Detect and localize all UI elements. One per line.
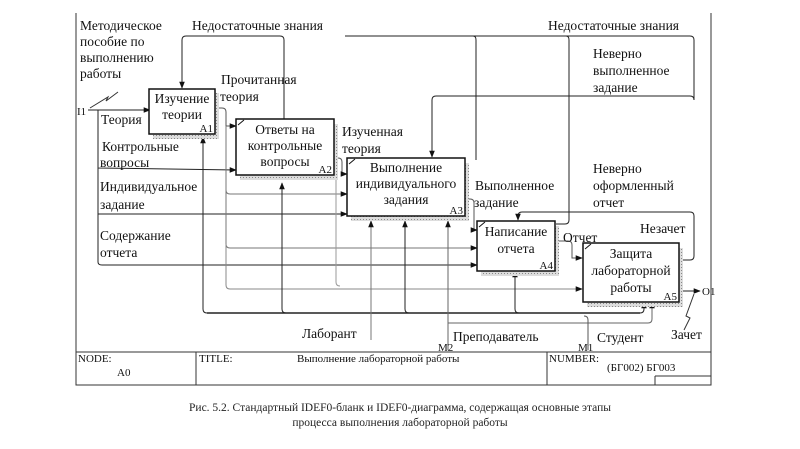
arrow-mech-a3	[402, 220, 410, 314]
connector-lines	[88, 35, 701, 350]
arrow-drop-2	[556, 35, 570, 225]
label-control-questions-1: Контрольные	[102, 139, 179, 154]
label-wrong-task-1: Неверно	[593, 46, 642, 61]
title-label: TITLE:	[199, 353, 233, 365]
label-method-guide-2: пособие по	[80, 34, 145, 49]
number-label: NUMBER:	[549, 353, 599, 365]
figure-caption-line1: Рис. 5.2. Стандартный IDEF0-бланк и IDEF…	[189, 402, 611, 414]
arrow-labels: Методическое пособие по выполнению работ…	[77, 18, 715, 354]
box-a5-line3: работы	[610, 280, 651, 295]
label-wrong-report-3: отчет	[593, 195, 624, 210]
label-wrong-report-1: Неверно	[593, 161, 642, 176]
activity-boxes	[148, 88, 683, 307]
label-i1: I1	[77, 106, 86, 118]
number-value: (БГ002) БГ003	[607, 362, 676, 374]
arrow-wrong-task	[429, 95, 695, 158]
box-a5-tick	[584, 243, 592, 250]
title-block-border	[75, 351, 712, 386]
label-read-theory-1: Прочитанная	[221, 72, 297, 87]
arrow-mech-a5	[639, 301, 647, 314]
arrow-teacher-a5	[448, 301, 655, 324]
label-individual-task-2: задание	[100, 197, 145, 212]
label-report: Отчет	[563, 230, 597, 245]
squiggle-i1	[89, 91, 119, 109]
label-report-content-1: Содержание	[100, 228, 171, 243]
arrow-mech-a2	[279, 182, 287, 314]
box-a1-line2: теории	[162, 107, 202, 122]
label-fail: Незачет	[640, 221, 685, 236]
box-a5-line2: лабораторной	[591, 263, 670, 278]
label-o1: O1	[702, 286, 715, 298]
box-a3-line1: Выполнение	[370, 160, 442, 175]
label-m1: M1	[578, 342, 593, 354]
label-wrong-report-2: оформленный	[593, 178, 674, 193]
arrow-mech-a4	[512, 270, 520, 314]
box-a3-line3: задания	[384, 192, 429, 207]
title-block: NODE: A0 TITLE: Выполнение лабораторной …	[75, 351, 712, 386]
box-a2-tick	[237, 119, 245, 126]
label-student: Студент	[597, 330, 644, 345]
arrow-wrong-report	[515, 211, 695, 261]
box-a2-line2: контрольные	[248, 138, 322, 153]
label-method-guide-3: выполнению	[80, 50, 154, 65]
label-studied-theory-1: Изученная	[342, 124, 403, 139]
box-a2-id: A2	[319, 164, 332, 176]
label-m2: M2	[438, 342, 453, 354]
box-a3-tick	[348, 158, 356, 165]
box-a4-id: A4	[540, 260, 554, 272]
arrow-insufficient-knowledge-top	[345, 35, 695, 100]
label-teacher: Преподаватель	[453, 329, 539, 344]
label-control-questions-2: вопросы	[100, 155, 149, 170]
label-insufficient-knowledge-right: Недостаточные знания	[548, 18, 679, 33]
arrow-done-task	[466, 198, 478, 233]
box-a3-id: A3	[450, 205, 464, 217]
label-lab-assistant: Лаборант	[302, 326, 357, 341]
box-texts: Изучение теории A1 Ответы на контрольные…	[155, 91, 678, 303]
box-a4[interactable]	[476, 220, 556, 272]
label-theory: Теория	[101, 112, 142, 127]
box-a2-line3: вопросы	[260, 154, 309, 169]
label-studied-theory-2: теория	[342, 141, 381, 156]
arrow-report-content	[97, 214, 478, 268]
label-done-task-2: задание	[474, 195, 519, 210]
arrow-read-theory	[216, 107, 237, 129]
squiggle-pass	[683, 293, 695, 331]
box-a5-line1: Защита	[610, 246, 652, 261]
box-a3[interactable]	[346, 157, 466, 217]
figure-caption-line2: процесса выполнения лабораторной работы	[292, 417, 508, 429]
box-a5[interactable]	[582, 242, 680, 303]
arrow-read-theory-to-a5	[225, 244, 583, 292]
label-report-content-2: отчета	[100, 245, 137, 260]
box-a1[interactable]	[148, 88, 216, 135]
arrow-mech-a1	[200, 136, 208, 314]
arrow-drop-1	[472, 35, 477, 160]
box-a2-line1: Ответы на	[255, 122, 315, 137]
arrow-teacher-loop	[335, 154, 341, 287]
box-a3-line2: индивидуального	[356, 176, 457, 191]
box-a5-id: A5	[664, 291, 678, 303]
box-a1-line1: Изучение	[155, 91, 210, 106]
box-a4-tick	[478, 221, 486, 228]
label-read-theory-2: теория	[220, 89, 259, 104]
box-a4-line2: отчета	[497, 241, 534, 256]
label-pass: Зачет	[671, 327, 702, 342]
label-insufficient-knowledge-left: Недостаточные знания	[192, 18, 323, 33]
arrow-studied-theory	[334, 157, 348, 177]
box-a4-line1: Написание	[485, 224, 548, 239]
box-a1-id: A1	[200, 123, 213, 135]
label-individual-task-1: Индивидуальное	[100, 179, 197, 194]
label-method-guide-1: Методическое	[80, 18, 162, 33]
label-method-guide-4: работы	[80, 66, 121, 81]
node-value: A0	[117, 367, 131, 379]
label-wrong-task-3: задание	[593, 80, 638, 95]
arrow-report	[555, 240, 583, 261]
arrow-student	[583, 315, 589, 350]
node-label: NODE:	[78, 353, 112, 365]
box-a2[interactable]	[235, 118, 335, 176]
label-done-task-1: Выполненное	[475, 178, 554, 193]
label-wrong-task-2: выполненное	[593, 63, 670, 78]
title-value: Выполнение лабораторной работы	[297, 353, 460, 365]
